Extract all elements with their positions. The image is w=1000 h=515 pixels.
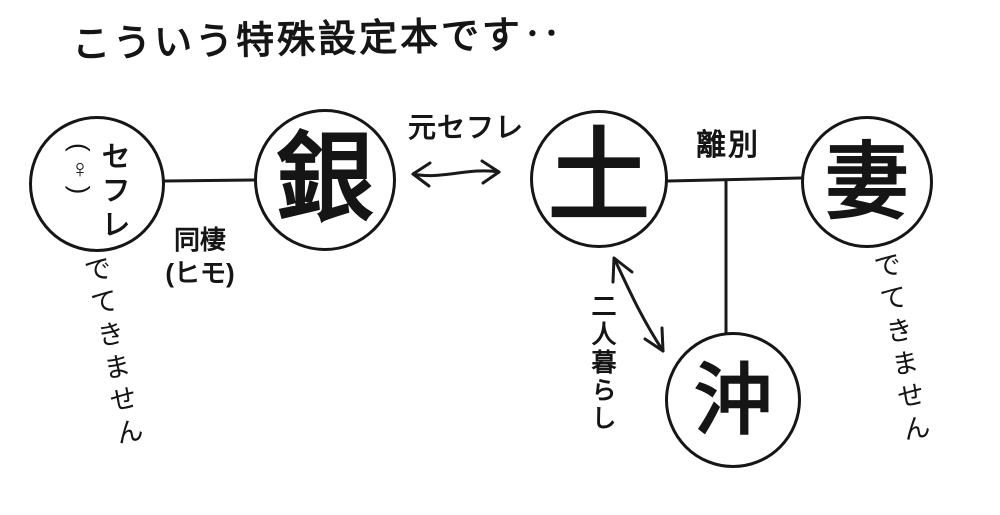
edge-label-dosei-line1: 同棲 <box>173 225 226 255</box>
edge-tsuchi-oki-arrow-line <box>612 256 665 353</box>
edge-label-dosei-line2: (ヒモ) <box>165 257 235 288</box>
node-tsuma: 妻 <box>801 116 933 248</box>
node-gin-label: 銀 <box>275 123 374 233</box>
node-tsuma-label: 妻 <box>824 135 909 229</box>
edge-sefure-gin-line <box>163 178 256 183</box>
node-sefure: (♀) セフレ <box>29 116 165 252</box>
edge-label-ribetsu: 離別 <box>696 129 760 162</box>
node-tsuchi: 土 <box>530 110 668 248</box>
node-sefure-label: セフレ <box>97 141 129 243</box>
edge-label-futarigurashi: 二人暮らし <box>588 293 616 433</box>
edge-tsuchi-tsuma-line <box>666 176 803 183</box>
edge-tsuchi-oki-arrowhead-top <box>611 256 634 284</box>
edge-label-dosei: 同棲 (ヒモ) <box>152 224 248 289</box>
edge-gin-tsuchi-arrowhead-right <box>480 159 501 185</box>
edge-gin-tsuchi-arrowhead-left <box>411 161 432 188</box>
node-tsuchi-label: 土 <box>548 120 650 234</box>
female-symbol: (♀) <box>65 143 95 197</box>
edge-label-moto-sefure: 元セフレ <box>408 112 525 143</box>
node-oki: 沖 <box>665 332 801 468</box>
edge-tsuchi-oki-arrowhead-bottom <box>643 326 665 353</box>
edge-gin-tsuchi-arrow-line <box>411 169 501 178</box>
node-oki-label: 沖 <box>693 356 772 444</box>
node-gin: 銀 <box>254 109 396 251</box>
